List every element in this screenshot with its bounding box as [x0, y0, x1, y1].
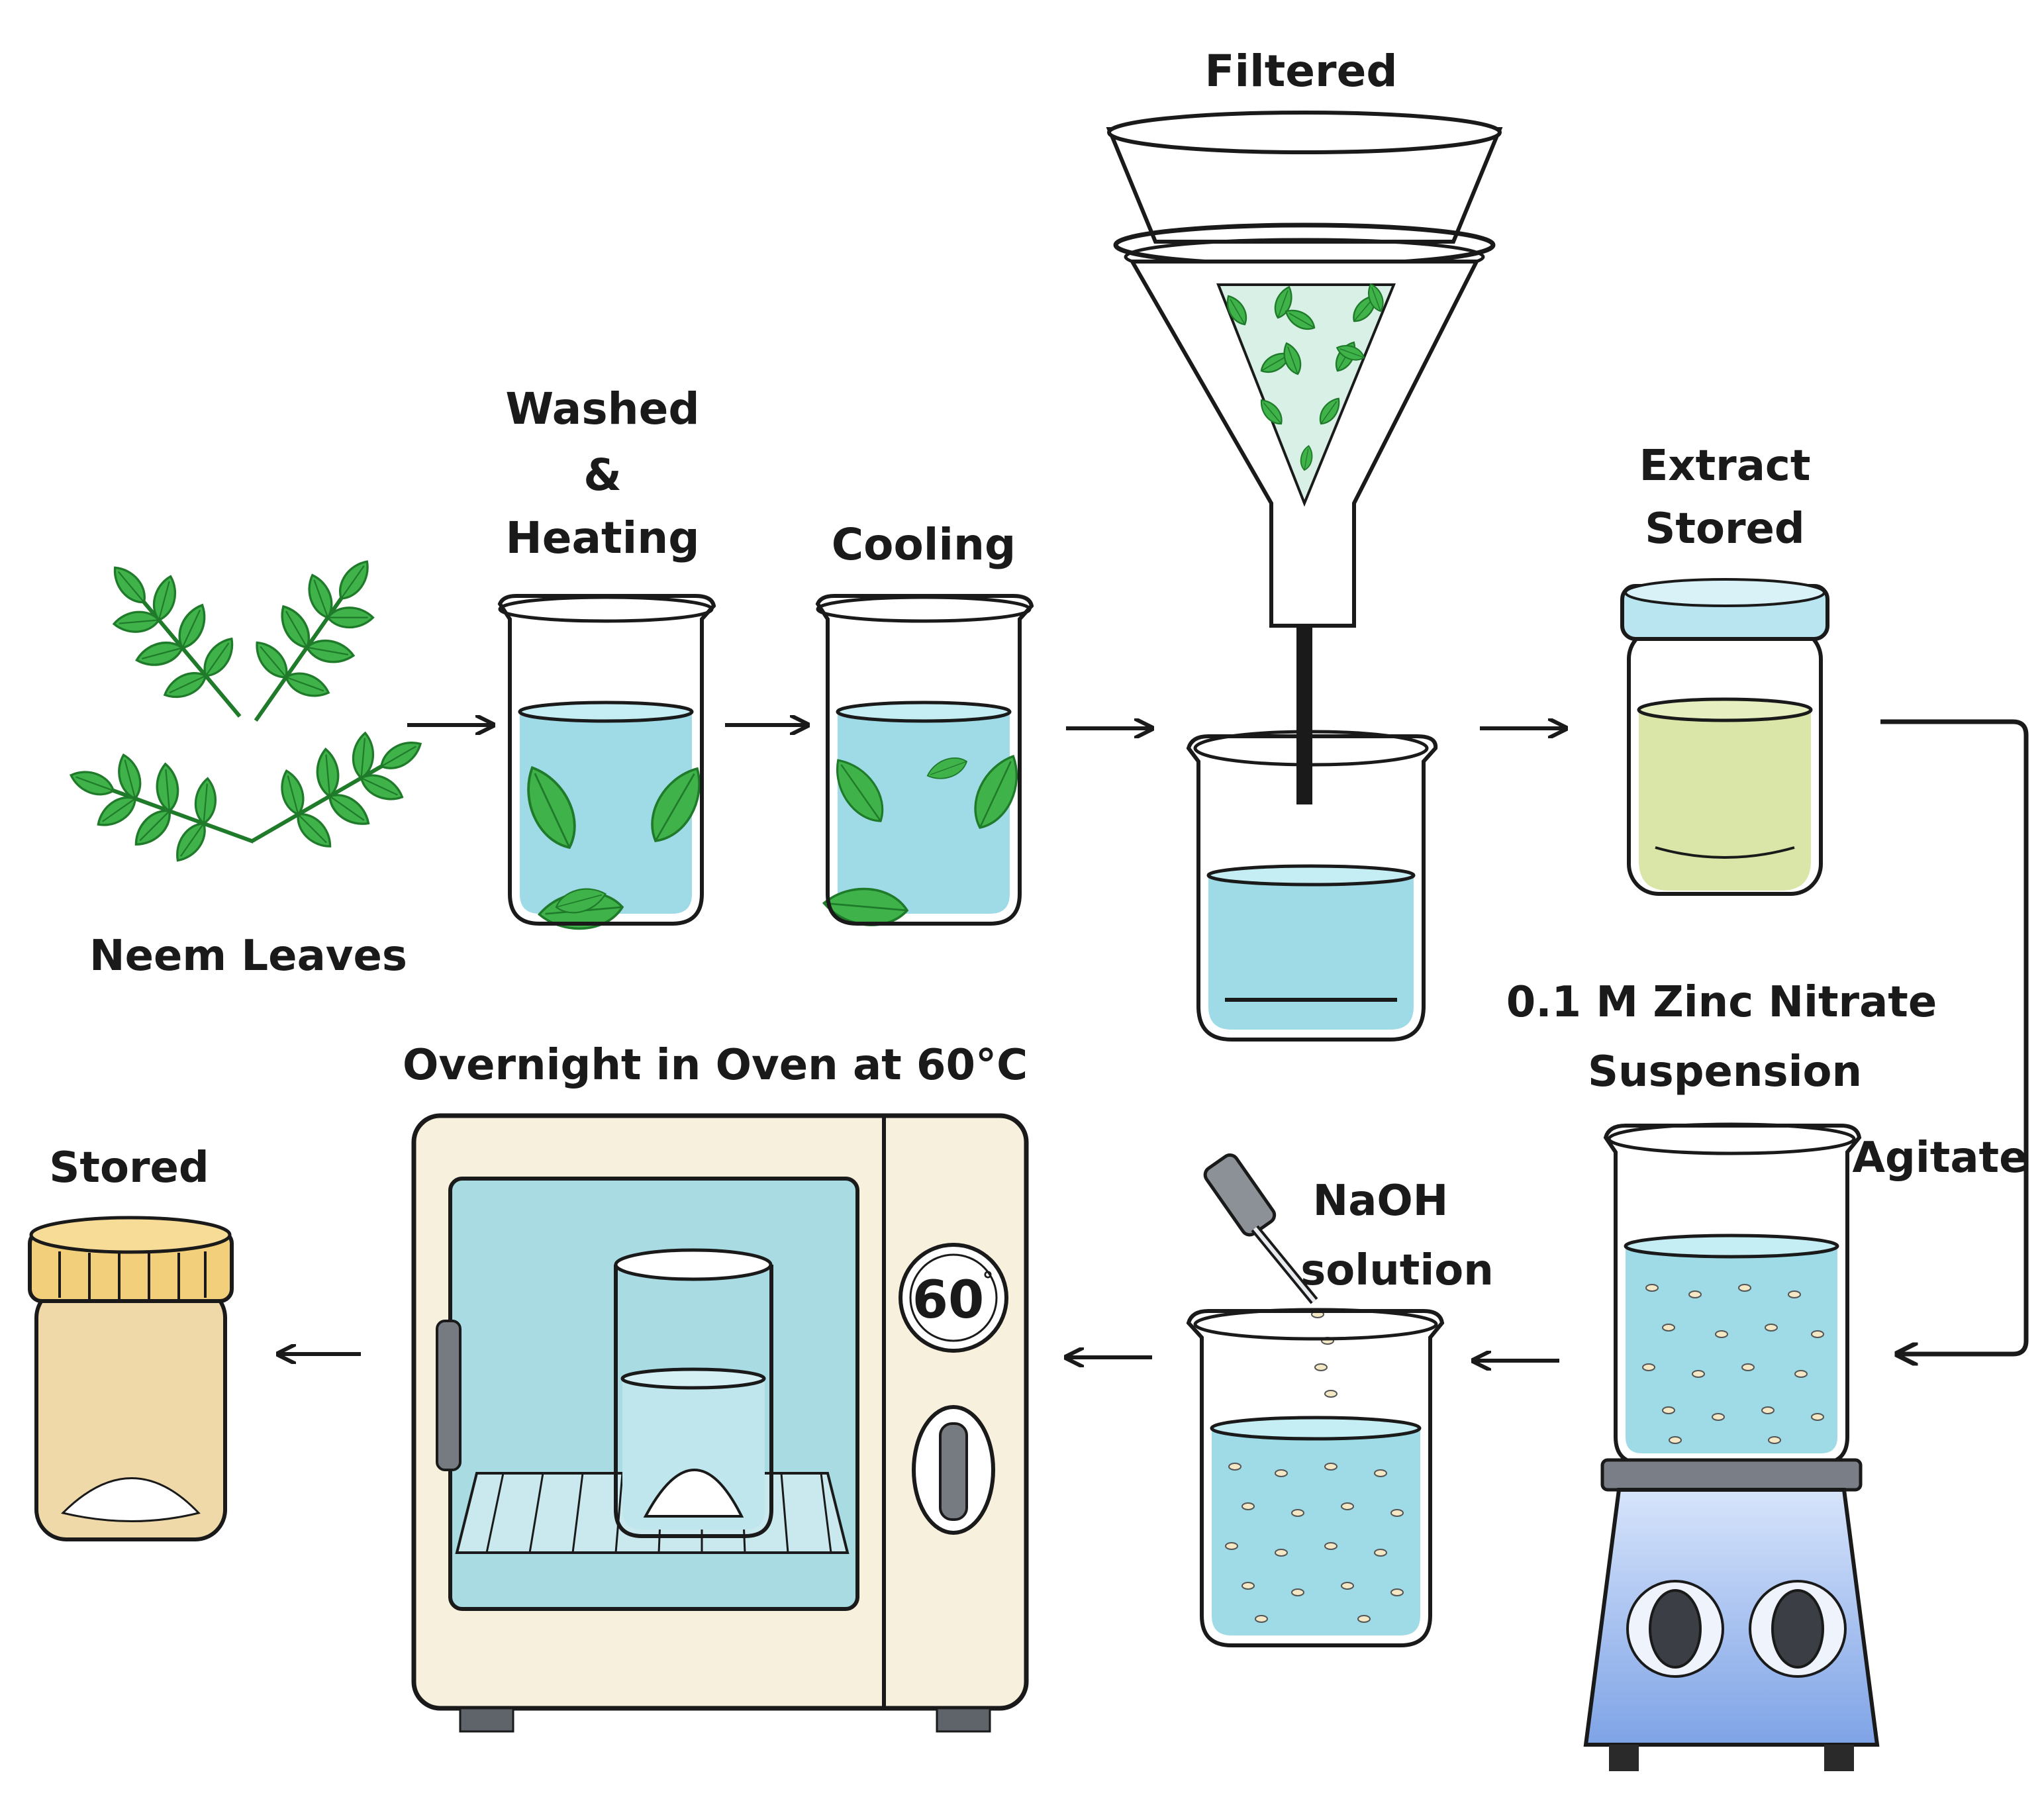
label-naoh-solution: solution	[1300, 1246, 1494, 1295]
label-oven-title: Overnight in Oven at 60°C	[403, 1041, 1028, 1090]
zinc-nitrate-beaker	[1603, 1122, 1862, 1465]
label-stored-final: Stored	[49, 1143, 209, 1192]
label-ampersand: &	[583, 450, 622, 501]
washing-beaker	[497, 594, 716, 934]
label-agitate: Agitate	[1852, 1134, 2027, 1183]
oven-beaker	[614, 1248, 773, 1538]
oven: 60 °	[411, 1113, 1029, 1733]
label-zinc-line1: 0.1 M Zinc Nitrate	[1506, 978, 1937, 1027]
naoh-beaker	[1186, 1308, 1445, 1647]
label-naoh: NaOH	[1313, 1177, 1449, 1226]
label-stored-extract: Stored	[1645, 505, 1804, 554]
magnetic-stirrer	[1583, 1458, 1880, 1771]
filter-funnel	[1106, 111, 1503, 804]
oven-knob[interactable]	[912, 1405, 995, 1535]
label-heating: Heating	[506, 512, 700, 563]
label-washed: Washed	[505, 383, 699, 434]
collection-beaker	[1186, 730, 1438, 1042]
label-neem-leaves: Neem Leaves	[89, 932, 407, 981]
stirrer-speed-knob[interactable]	[1626, 1580, 1724, 1678]
oven-dial-degree: °	[983, 1267, 994, 1294]
label-extract: Extract	[1639, 442, 1811, 491]
stored-powder-jar	[28, 1216, 234, 1541]
cooling-beaker	[815, 594, 1034, 930]
oven-temperature-dial[interactable]: 60 °	[899, 1243, 1008, 1353]
label-filtered: Filtered	[1204, 46, 1397, 97]
naoh-drops	[1311, 1310, 1338, 1398]
label-zinc-line2: Suspension	[1588, 1047, 1862, 1096]
dropper-icon	[1203, 1153, 1318, 1304]
oven-dial-value: 60	[912, 1271, 985, 1330]
stirrer-heat-knob[interactable]	[1749, 1580, 1847, 1678]
neem-leaves-illustration	[55, 534, 444, 886]
extract-jar	[1620, 578, 1829, 896]
label-cooling: Cooling	[832, 519, 1016, 570]
agitate-connector-arrow	[1880, 719, 2029, 1354]
